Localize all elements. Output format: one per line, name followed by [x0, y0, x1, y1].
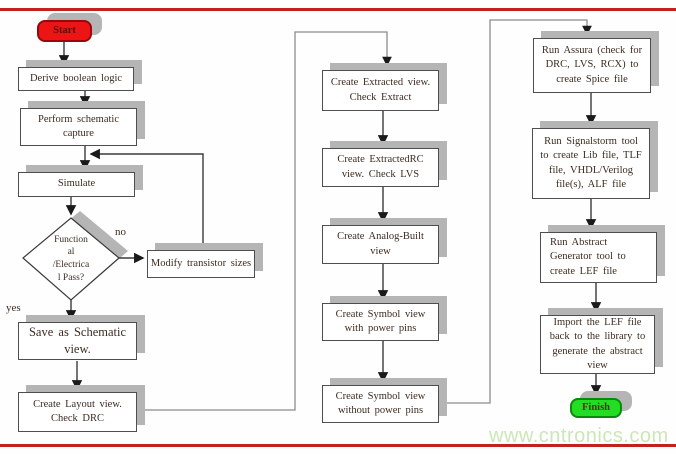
node-label: Modify transistor sizes [150, 257, 252, 269]
node-start: Start [37, 20, 92, 42]
edge-modify-feedback [89, 148, 204, 249]
bottom-red-rule [0, 444, 676, 447]
node-create-layout-view-check-drc: Create Layout view.Check DRC [18, 392, 137, 432]
edge-symbolwithout-assura-loop [439, 19, 592, 404]
node-label: Simulate [57, 178, 96, 190]
node-label: Finish [581, 401, 610, 413]
node-modify-transistor-sizes: Modify transistor sizes [147, 250, 255, 278]
node-derive-boolean-logic: Derive boolean logic [18, 67, 134, 91]
node-label: Create Extracted view.Check Extract [330, 77, 431, 103]
node-simulate: Simulate [18, 172, 135, 197]
top-red-rule [0, 8, 676, 11]
edge-layout-extracted-loop [137, 31, 392, 411]
edge-label-no: no [115, 226, 126, 238]
node-label: Derive boolean logic [29, 72, 123, 84]
node-label: Create Layout view.Check DRC [33, 398, 122, 424]
node-label: Start [53, 24, 76, 36]
node-create-extracted-view-check-extract: Create Extracted view.Check Extract [322, 70, 439, 111]
watermark-text: www.cntronics.com [489, 425, 669, 447]
edge-label-yes: yes [6, 302, 21, 314]
node-finish: Finish [570, 398, 622, 418]
